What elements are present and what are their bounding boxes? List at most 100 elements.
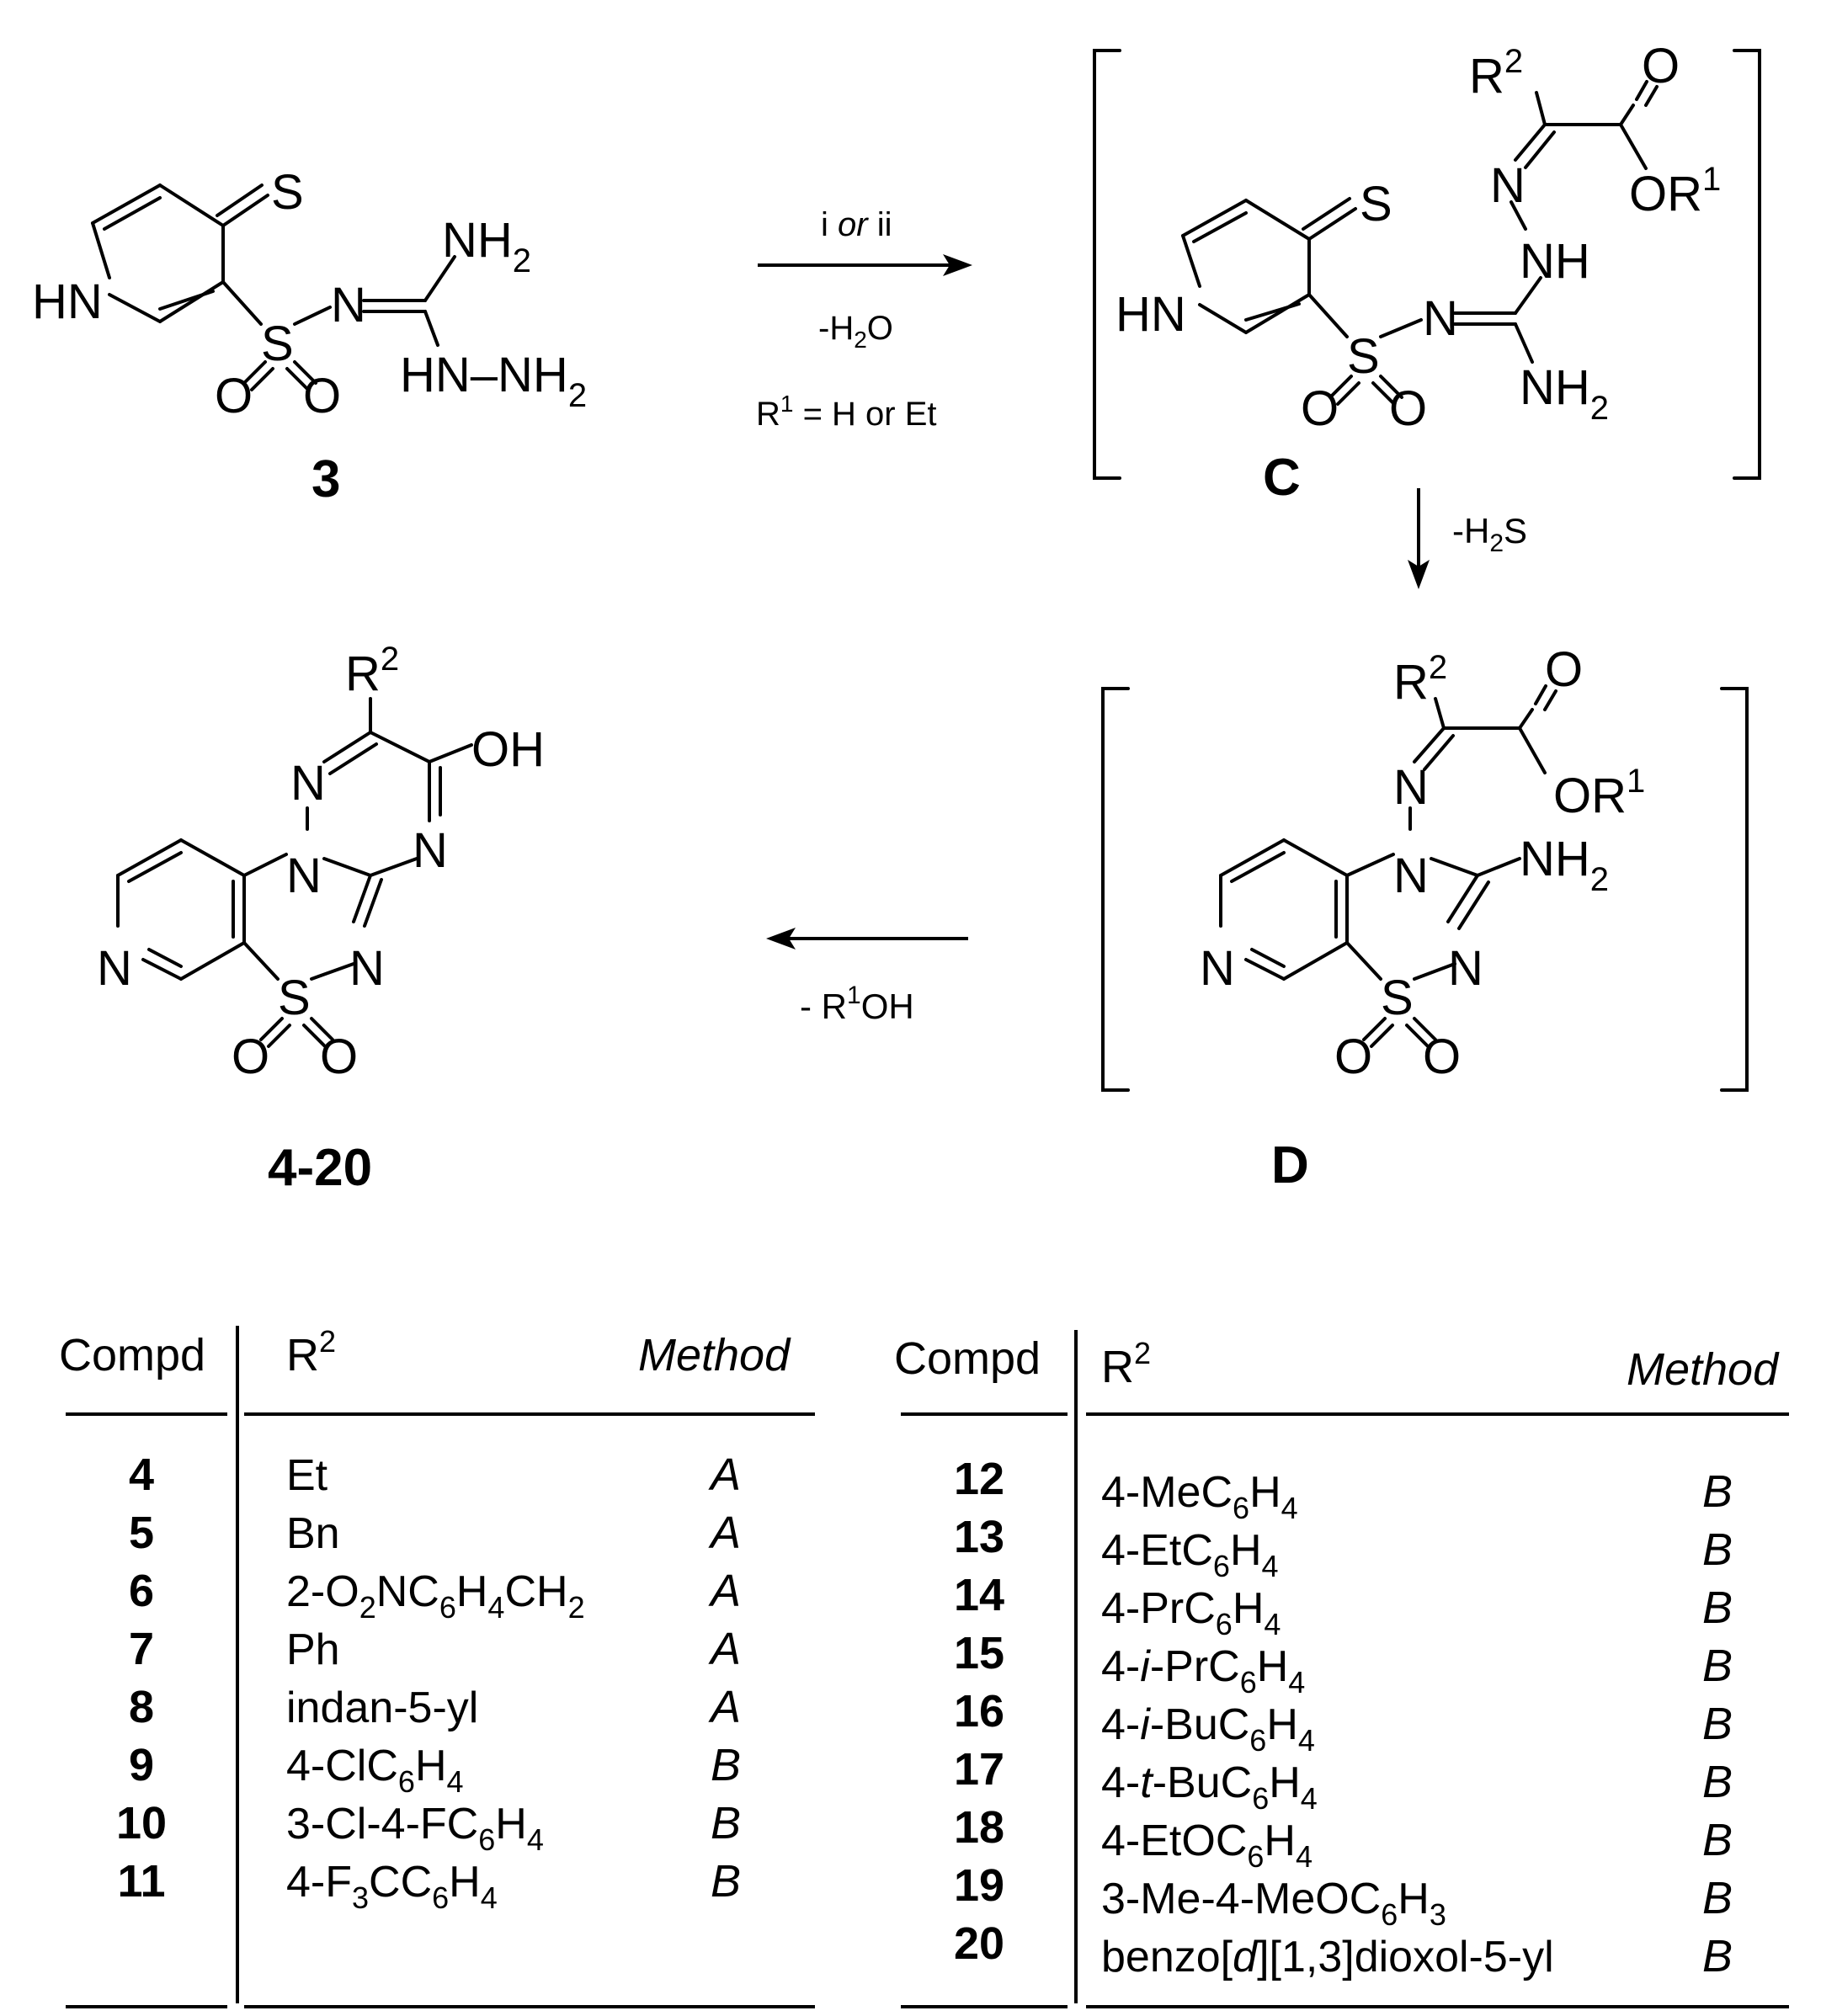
arrow-C-to-D: -H2S (1408, 488, 1527, 589)
C-sulfonyl-sulfur: S (1347, 329, 1380, 384)
D-sulfonyl-sulfur: S (1381, 971, 1414, 1025)
compound-number: 17 (954, 1744, 1004, 1795)
product-sulfonyl-oxygen-2: O (320, 1029, 358, 1084)
water-loss-label: -H2O (818, 310, 893, 353)
product-sulfonyl-sulfur: S (278, 971, 311, 1025)
r2-substituent: Et (286, 1451, 328, 1500)
method-letter: B (1702, 1524, 1733, 1575)
D-pyridine-nitrogen: N (1200, 941, 1235, 996)
C-sulfonyl-oxygen-1: O (1301, 381, 1339, 436)
r2-substituent: Ph (286, 1625, 340, 1674)
method-letter: B (1702, 1815, 1733, 1865)
C-imine-nitrogen: N (1423, 291, 1458, 346)
left-header-compd: Compd (59, 1330, 205, 1380)
r2-substituent: Bn (286, 1509, 340, 1558)
D-ester-group: OR1 (1553, 763, 1645, 823)
product-r2-group: R2 (345, 641, 399, 701)
table-row: 17 4-t-BuC6H4 B (954, 1744, 1733, 1816)
intermediate-D-structure: N N N S O O N NH2 R2 O OR1 D (1101, 642, 1749, 1194)
compound-number: 4 (129, 1449, 154, 1500)
product-4-20-structure: N N N S O O N N OH R2 4-20 (97, 641, 545, 1197)
method-letter: A (708, 1508, 741, 1558)
C-thione-sulfur: S (1360, 177, 1392, 231)
r2-substituent: 3-Cl-4-FC6H4 (286, 1800, 544, 1857)
method-letter: B (1702, 1582, 1733, 1633)
method-letter: B (1702, 1466, 1733, 1517)
table-row: 5 Bn A (129, 1508, 741, 1558)
table-row: 20 benzo[d][1,3]dioxol-5-yl B (954, 1918, 1733, 1981)
product-bridge-nitrogen: N (286, 848, 322, 903)
intermediate-C-structure: S HN S O O N NH N NH2 R2 O OR1 C (1093, 39, 1761, 507)
compound-number: 8 (129, 1682, 154, 1732)
compound-number: 11 (117, 1856, 165, 1907)
left-header-r2: R2 (286, 1324, 336, 1380)
D-sulfonyl-oxygen-1: O (1334, 1029, 1372, 1084)
D-sulfonyl-oxygen-2: O (1423, 1029, 1461, 1084)
method-letter: A (708, 1624, 741, 1674)
r2-substituent: 4-PrC6H4 (1101, 1584, 1281, 1641)
D-ring-nitrogen-2: N (1448, 941, 1483, 996)
r2-substituent: benzo[d][1,3]dioxol-5-yl (1101, 1933, 1554, 1981)
product-pyridine-nitrogen: N (97, 941, 132, 996)
compound-number: 12 (954, 1454, 1004, 1504)
r1-definition: R1 = H or Et (756, 391, 937, 433)
C-sulfonyl-oxygen-2: O (1389, 381, 1427, 436)
r2-substituent: indan-5-yl (286, 1684, 478, 1732)
method-letter: B (1702, 1931, 1733, 1981)
hydrazino-group: HN–NH2 (400, 348, 587, 414)
method-letter: B (711, 1798, 741, 1848)
alcohol-loss-label: - R1OH (800, 981, 914, 1026)
method-letter: A (708, 1566, 741, 1616)
method-letter: B (1702, 1757, 1733, 1807)
r2-substituent: 4-F3CC6H4 (286, 1858, 498, 1915)
table-row: 11 4-F3CC6H4 B (117, 1856, 741, 1915)
product-triazine-nitrogen-1: N (290, 756, 326, 811)
ring-nh: HN (32, 274, 103, 329)
method-letter: B (1702, 1699, 1733, 1749)
compound-number: 6 (129, 1566, 154, 1616)
r2-substituent: 4-i-BuC6H4 (1101, 1700, 1315, 1758)
C-ester-group: OR1 (1629, 161, 1721, 221)
right-header-r2: R2 (1101, 1336, 1151, 1392)
method-letter: A (708, 1449, 741, 1500)
compound-number: 9 (129, 1740, 154, 1790)
method-letter: B (711, 1740, 741, 1790)
compound-number: 5 (129, 1508, 154, 1558)
compound-number: 10 (116, 1798, 167, 1848)
compound-number: 18 (954, 1802, 1004, 1853)
right-header-method: Method (1627, 1344, 1780, 1395)
right-header-compd: Compd (894, 1333, 1041, 1384)
reagent-label: i or ii (821, 206, 892, 243)
compound-number: 19 (954, 1860, 1004, 1911)
product-hydroxyl-group: OH (471, 722, 545, 777)
r2-substituent: 3-Me-4-MeOC6H3 (1101, 1875, 1446, 1932)
method-letter: B (1702, 1641, 1733, 1691)
C-amino-group: NH2 (1520, 360, 1609, 427)
h2s-loss-label: -H2S (1452, 511, 1527, 557)
product-label: 4-20 (268, 1139, 372, 1197)
thione-sulfur: S (271, 165, 304, 220)
table-row: 10 3-Cl-4-FC6H4 B (116, 1798, 741, 1857)
compound-number: 20 (954, 1918, 1004, 1969)
method-letter: A (708, 1682, 741, 1732)
D-ring-nitrogen-4: N (1393, 848, 1429, 903)
r2-substituent: 4-i-PrC6H4 (1101, 1642, 1305, 1700)
r2-substituent: 4-t-BuC6H4 (1101, 1758, 1318, 1816)
arrow-3-to-C: i or ii -H2O R1 = H or Et (756, 206, 972, 433)
C-hydrazone-nitrogen: N (1490, 158, 1525, 213)
table-row: 19 3-Me-4-MeOC6H3 B (954, 1860, 1733, 1932)
product-triazine-nitrogen-4: N (413, 823, 448, 878)
method-letter: B (711, 1856, 741, 1907)
method-letter: B (1702, 1873, 1733, 1923)
